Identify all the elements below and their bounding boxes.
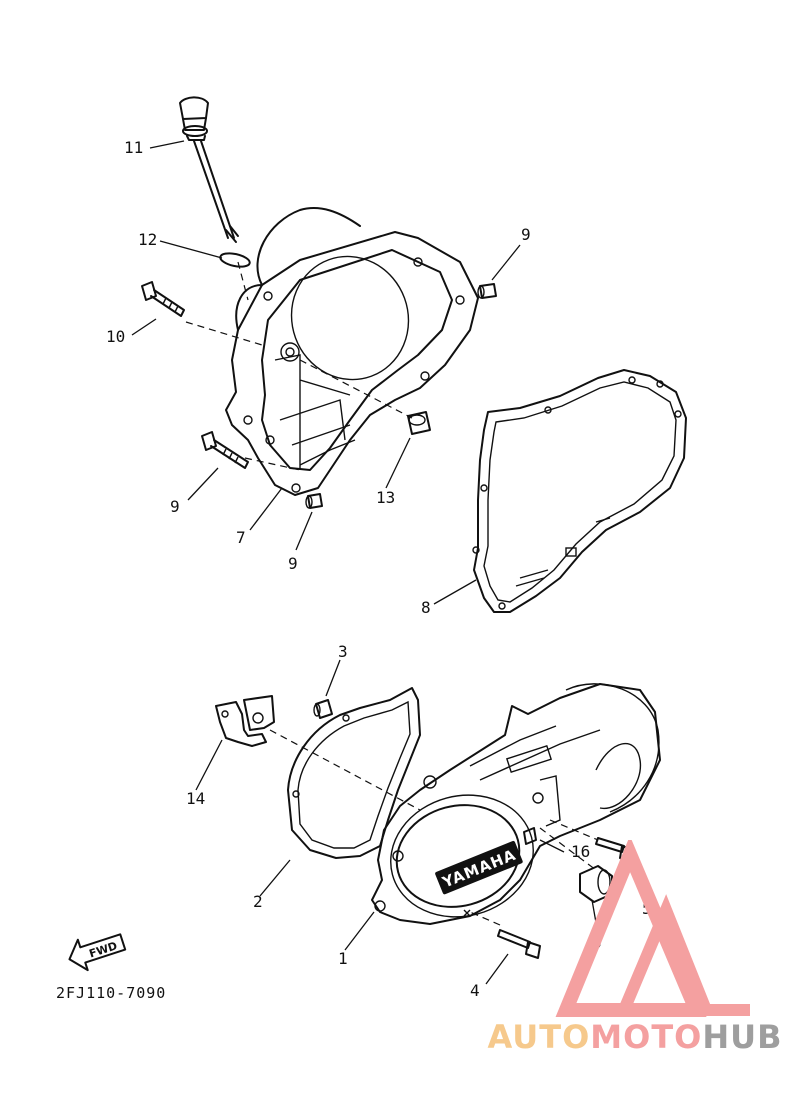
crankcase-cover-part-7 [225,206,479,496]
callout-14: 13 [376,488,395,507]
watermark-text-hub: HUB [702,1018,783,1056]
dowel-pin-part-9-lower [305,493,323,509]
gasket-part-8 [472,369,687,613]
callout-16: 16 [571,842,590,861]
callout-labels: 11 12 10 9 9 13 7 9 8 3 14 2 1 16 4 5 6 [106,138,652,1000]
watermark-logo-triangle [555,835,750,1017]
callout-7: 7 [236,528,246,547]
dipstick-part-12 [179,96,239,243]
callout-15: 14 [186,789,205,808]
part-16 [523,827,537,845]
bolt-part-4 [497,929,541,959]
forward-arrow: FWD [68,933,127,972]
callout-11: 10 [106,327,125,346]
callout-2: 2 [253,892,263,911]
catalog-code: 2FJ110-7090 [56,984,166,1002]
callout-1: 1 [338,949,348,968]
callout-8: 8 [421,598,431,617]
callout-4: 4 [470,981,480,1000]
watermark-text-moto: MOTO [590,1018,703,1056]
callout-12: 11 [124,138,143,157]
bracket-part-15 [215,695,275,747]
watermark-text-auto: AUTO [487,1018,591,1056]
callout-3: 3 [338,642,348,661]
gasket-part-2 [287,687,421,859]
automotohub-watermark: AUTOMOTOHUB [470,835,800,1100]
dowel-pin-part-9-upper [477,283,497,299]
callout-13: 12 [138,230,157,249]
callout-10: 9 [170,497,180,516]
assembly-lines [185,261,599,926]
o-ring-part-13 [219,252,251,268]
watermark-text: AUTOMOTOHUB [470,1018,800,1056]
callout-9-upper: 9 [521,225,531,244]
bolt-part-10 [201,431,249,469]
seal-part-14 [407,411,431,435]
dowel-pin-part-3 [313,699,333,719]
callout-9-lower: 9 [288,554,298,573]
bolt-part-11 [141,281,185,317]
